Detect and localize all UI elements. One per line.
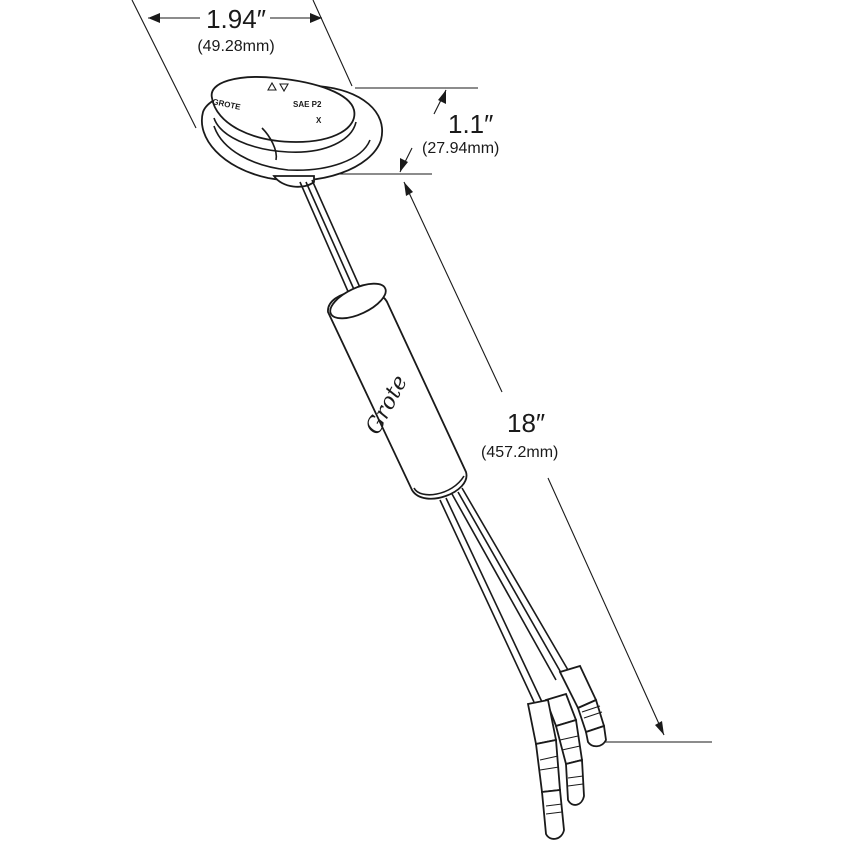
width-dimension: 1.94″ (49.28mm) (131, 0, 353, 129)
lens-base-edge (213, 117, 357, 153)
terminal-right (558, 664, 607, 748)
arrowhead-lower (655, 721, 664, 735)
width-mm-label: (49.28mm) (197, 38, 274, 55)
lamp-x-marking: X (316, 116, 322, 125)
extension-line-right (312, 0, 353, 87)
stem-wire-3 (311, 179, 363, 293)
triangle-mark-left-icon (267, 81, 277, 91)
housing-end-cap (329, 282, 387, 320)
height-dimension: 1.1″ (27.94mm) (300, 87, 499, 175)
height-mm-label: (27.94mm) (422, 140, 499, 157)
lens-dome (210, 76, 356, 143)
height-inches-label: 1.1″ (448, 109, 493, 139)
length-mm-label: (457.2mm) (481, 444, 558, 461)
dimension-line-upper (403, 181, 503, 393)
lead-wire-4 (457, 491, 565, 679)
lead-wire-3 (451, 493, 557, 681)
arrowhead-left (148, 13, 160, 23)
arrowhead-bottom (400, 158, 408, 172)
lead-wires (439, 487, 569, 703)
arrowhead-upper (404, 182, 413, 196)
grommet-inner-ring (213, 125, 371, 171)
arrowhead-top (438, 90, 446, 104)
terminal-left (526, 698, 565, 840)
connector-terminals (526, 664, 607, 840)
dimension-line-lower (547, 477, 665, 736)
extension-line-left (131, 0, 197, 129)
lead-wire-2 (445, 497, 543, 703)
triangle-mark-right-icon (279, 83, 289, 93)
terminal-middle (544, 692, 585, 806)
length-inches-label: 18″ (507, 408, 545, 438)
arrowhead-right (310, 13, 322, 23)
stem-collar (272, 175, 315, 188)
lead-wire-1 (439, 499, 535, 703)
housing-bottom-edge (413, 475, 465, 496)
stem-wire-1 (299, 181, 351, 297)
lens-center-seam (261, 127, 278, 161)
width-inches-label: 1.94″ (206, 4, 266, 34)
harness-housing: Grote (327, 282, 468, 500)
stem-wires (272, 175, 363, 297)
length-dimension: 18″ (457.2mm) (403, 181, 712, 743)
lamp-head: GROTE SAE P2 X (201, 76, 384, 182)
lead-wire-5 (461, 487, 569, 671)
stem-wire-2 (305, 181, 357, 295)
lamp-standard-marking: SAE P2 (293, 100, 322, 109)
